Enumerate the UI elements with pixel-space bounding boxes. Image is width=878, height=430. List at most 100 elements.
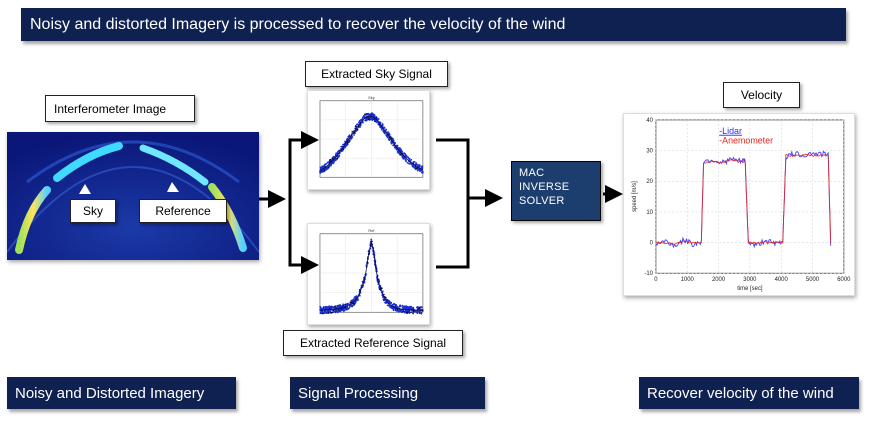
mac-inverse-solver-box: MAC INVERSE SOLVER bbox=[511, 161, 601, 221]
y-tick-label: 10 bbox=[646, 210, 653, 216]
data-series-line bbox=[319, 115, 424, 172]
scatter-point bbox=[362, 121, 364, 124]
scatter-point bbox=[348, 134, 351, 137]
scatter-point bbox=[392, 309, 395, 312]
scatter-point bbox=[416, 306, 419, 308]
scatter-point bbox=[363, 115, 365, 117]
scatter-point bbox=[387, 132, 390, 135]
x-tick-label: 6000 bbox=[837, 277, 851, 283]
scatter-point bbox=[408, 312, 411, 314]
x-tick-label: 4000 bbox=[775, 277, 789, 283]
scatter-point bbox=[347, 302, 349, 305]
scatter-point bbox=[340, 150, 343, 153]
scatter-point bbox=[334, 305, 336, 308]
solver-line-2: INVERSE bbox=[519, 181, 570, 193]
scatter-point bbox=[323, 312, 325, 315]
scatter-point bbox=[401, 306, 404, 309]
scatter-point bbox=[323, 164, 326, 166]
scatter-point bbox=[378, 279, 380, 282]
scatter-point bbox=[418, 312, 421, 315]
scatter-point bbox=[352, 299, 355, 301]
scatter-point bbox=[400, 309, 403, 312]
scatter-point bbox=[394, 303, 397, 306]
scatter-point bbox=[345, 308, 347, 311]
scatter-point bbox=[402, 156, 404, 158]
scatter-point bbox=[327, 312, 330, 314]
merge-connector-bottom bbox=[436, 198, 470, 269]
title-banner: Noisy and distorted Imagery is processed… bbox=[21, 8, 846, 41]
scatter-point bbox=[408, 157, 411, 160]
scatter-point bbox=[408, 306, 411, 308]
scatter-point bbox=[344, 140, 346, 143]
scatter-point bbox=[383, 132, 386, 135]
y-tick-label: 0 bbox=[650, 241, 654, 247]
scatter-point bbox=[393, 146, 396, 149]
scatter-point bbox=[378, 124, 381, 127]
scatter-point bbox=[325, 168, 328, 171]
scatter-point bbox=[390, 141, 393, 143]
scatter-point bbox=[336, 157, 339, 160]
scatter-point bbox=[395, 309, 398, 311]
sky-signal-label: Extracted Sky Signal bbox=[305, 61, 448, 87]
scatter-point bbox=[337, 156, 340, 159]
scatter-point bbox=[336, 305, 339, 307]
scatter-point bbox=[335, 158, 338, 161]
y-tick-label: 30 bbox=[646, 149, 653, 155]
scatter-point bbox=[420, 166, 423, 169]
interferometer-image-label: Interferometer Image bbox=[45, 95, 195, 122]
scatter-point bbox=[343, 309, 346, 312]
scatter-point bbox=[416, 310, 419, 313]
x-tick-label: 3000 bbox=[743, 277, 757, 283]
scatter-point bbox=[344, 303, 346, 306]
scatter-point bbox=[347, 308, 350, 310]
stage-processing-banner: Signal Processing bbox=[290, 377, 485, 409]
stage-imagery-label: Noisy and Distorted Imagery bbox=[15, 384, 205, 402]
stage-recover-label: Recover velocity of the wind bbox=[647, 384, 834, 402]
plot-title: Sky bbox=[368, 95, 375, 100]
legend-entry: -Anemometer bbox=[719, 136, 773, 146]
scatter-point bbox=[400, 150, 403, 153]
scatter-point bbox=[392, 140, 395, 142]
scatter-point bbox=[364, 113, 366, 116]
scatter-point bbox=[346, 143, 349, 146]
scatter-point bbox=[350, 299, 353, 302]
scatter-point bbox=[356, 299, 358, 302]
scatter-point bbox=[398, 309, 401, 312]
scatter-point bbox=[361, 117, 364, 120]
scatter-point bbox=[418, 169, 421, 172]
scatter-point bbox=[398, 152, 401, 155]
sky-signal-plot: Sky bbox=[307, 90, 430, 190]
scatter-point bbox=[407, 307, 410, 310]
scatter-point bbox=[325, 306, 328, 308]
scatter-point bbox=[325, 311, 328, 314]
scatter-point bbox=[388, 301, 390, 303]
scatter-point bbox=[399, 304, 401, 307]
scatter-point bbox=[397, 147, 400, 150]
solver-line-3: SOLVER bbox=[519, 195, 565, 207]
solver-line-1: MAC bbox=[519, 167, 545, 179]
scatter-point bbox=[385, 128, 388, 131]
scatter-point bbox=[383, 126, 386, 129]
scatter-point bbox=[335, 152, 338, 155]
reference-label: Reference bbox=[139, 199, 227, 223]
scatter-point bbox=[412, 312, 414, 315]
scatter-point bbox=[328, 159, 331, 161]
stage-processing-label: Signal Processing bbox=[298, 384, 419, 402]
merge-connector-top bbox=[436, 138, 470, 198]
scatter-point bbox=[401, 304, 404, 307]
scatter-point bbox=[420, 306, 423, 309]
scatter-point bbox=[336, 311, 339, 313]
scatter-point bbox=[391, 307, 394, 309]
scatter-point bbox=[358, 121, 360, 124]
scatter-point bbox=[342, 308, 345, 310]
x-tick-label: 0 bbox=[654, 277, 658, 283]
scatter-point bbox=[392, 138, 394, 140]
scatter-point bbox=[330, 306, 332, 309]
scatter-point bbox=[417, 308, 419, 311]
scatter-point bbox=[406, 311, 409, 314]
scatter-point bbox=[342, 143, 344, 146]
scatter-point bbox=[405, 160, 407, 163]
y-tick-label: 40 bbox=[646, 118, 653, 124]
scatter-point bbox=[342, 303, 344, 306]
scatter-point bbox=[410, 311, 412, 314]
